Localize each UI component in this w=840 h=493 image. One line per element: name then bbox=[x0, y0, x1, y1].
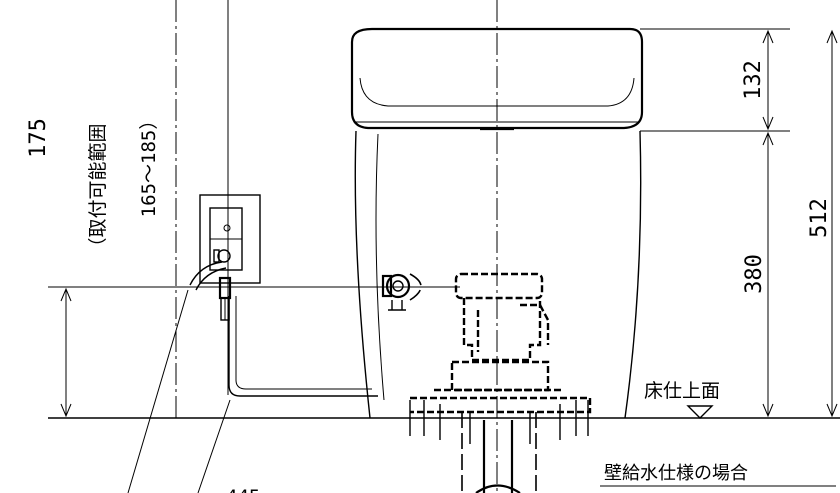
supply-pipe bbox=[228, 296, 378, 397]
dim-label-132: 132 bbox=[741, 60, 766, 100]
dim-label-175: 175 bbox=[26, 118, 51, 158]
leader-line-2 bbox=[197, 399, 231, 493]
floor-surface-label: 床仕上面 bbox=[644, 380, 720, 402]
stop-valve bbox=[381, 273, 422, 311]
wall-outlet-box bbox=[189, 194, 261, 321]
mount-range-values: 165～185） bbox=[138, 111, 160, 218]
leader-line-1 bbox=[127, 289, 189, 493]
drain-pipe bbox=[461, 412, 537, 493]
dim-132 bbox=[762, 29, 774, 131]
dim-label-bottom: 445 bbox=[226, 486, 260, 493]
anchor-bolts bbox=[409, 400, 589, 444]
toilet-body bbox=[354, 130, 642, 419]
drawing-title: 壁給水仕様の場合 bbox=[604, 463, 748, 484]
internal-mechanism bbox=[410, 272, 592, 414]
floor-level-symbol bbox=[686, 405, 714, 419]
toilet-tank bbox=[350, 27, 644, 131]
dim-label-512: 512 bbox=[807, 198, 832, 238]
dim-380 bbox=[762, 131, 774, 418]
dim-supply-height bbox=[60, 287, 72, 418]
dim-label-380: 380 bbox=[742, 254, 767, 294]
mount-range-label: （取付可能範囲 bbox=[87, 123, 109, 256]
dim-512 bbox=[826, 29, 838, 418]
